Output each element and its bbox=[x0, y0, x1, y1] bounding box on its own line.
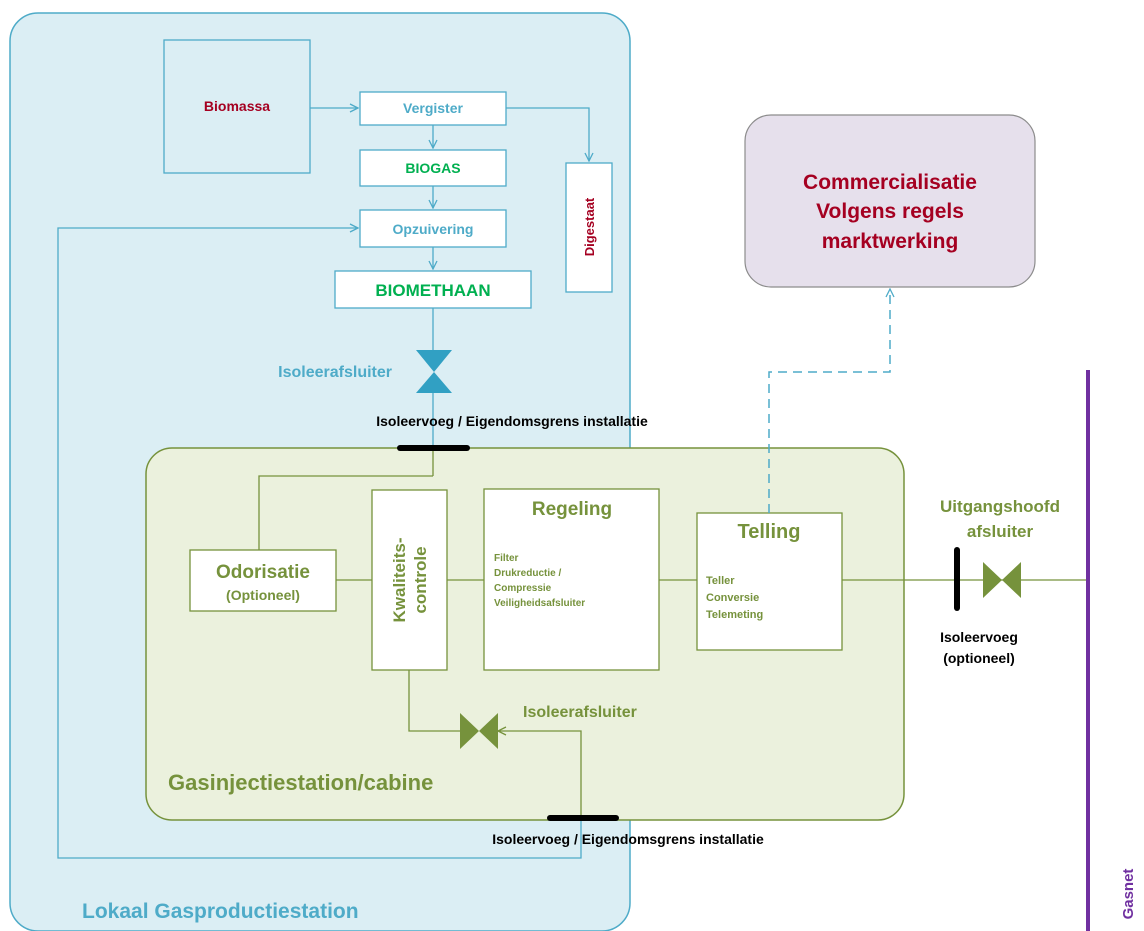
regeling-item: Veiligheidsafsluiter bbox=[494, 598, 585, 609]
outlet-joint-label-line2: (optioneel) bbox=[943, 650, 1015, 666]
commercialisation-box bbox=[744, 114, 1036, 288]
telling-item: Conversie bbox=[706, 592, 759, 604]
digestaat-box bbox=[565, 162, 613, 293]
commercial-line3: marktwerking bbox=[822, 230, 959, 253]
telling-box bbox=[696, 512, 843, 651]
top-boundary-label: Isoleervoeg / Eigendomsgrens installatie bbox=[376, 413, 648, 429]
isolation-valve-blue-icon bbox=[416, 350, 452, 393]
local-station-label: Lokaal Gasproductiestation bbox=[82, 900, 359, 923]
regeling-box bbox=[483, 488, 660, 671]
svg-text:controle: controle bbox=[411, 546, 430, 613]
regeling-item: Compressie bbox=[494, 583, 552, 594]
outlet-main-valve-icon bbox=[983, 562, 1021, 598]
svg-text:Kwaliteits-: Kwaliteits- bbox=[390, 537, 409, 622]
bypass-line-left bbox=[408, 670, 462, 732]
opzuivering-label: Opzuivering bbox=[393, 221, 474, 237]
vergister-to-digestaat-arrow bbox=[506, 107, 589, 161]
biomethaan-label: BIOMETHAAN bbox=[375, 281, 490, 300]
telling-item: Telemeting bbox=[706, 609, 763, 621]
isolation-valve-green-icon bbox=[460, 713, 498, 749]
opzuivering-box bbox=[359, 209, 507, 248]
kwaliteitscontrole-box bbox=[371, 489, 448, 671]
return-loop-to-opzuivering-arrow bbox=[57, 228, 582, 859]
commercial-line2: Volgens regels bbox=[816, 200, 964, 223]
biomassa-label: Biomassa bbox=[204, 98, 270, 114]
bypass-return-arrow bbox=[498, 731, 582, 820]
telemetry-dashed-arrow bbox=[768, 289, 890, 513]
regeling-item: Drukreductie / bbox=[494, 568, 561, 579]
odorisatie-feed-line bbox=[258, 475, 433, 550]
telling-item: Teller bbox=[706, 575, 735, 587]
outlet-joint-label-line1: Isoleervoeg bbox=[940, 629, 1018, 645]
biogas-label: BIOGAS bbox=[405, 160, 460, 176]
regeling-label: Regeling bbox=[532, 499, 612, 520]
regeling-item: Filter bbox=[494, 553, 519, 564]
gasnet-label: Gasnet bbox=[1120, 869, 1137, 920]
commercial-line1: Commercialisatie bbox=[803, 171, 977, 194]
injection-station-label: Gasinjectiestation/cabine bbox=[168, 770, 433, 795]
bottom-boundary-label: Isoleervoeg / Eigendomsgrens installatie bbox=[492, 831, 764, 847]
odorisatie-box bbox=[189, 549, 337, 612]
outlet-valve-label-line1: Uitgangshoofd bbox=[940, 497, 1060, 516]
kwaliteitscontrole-label: Kwaliteits- controle bbox=[390, 537, 430, 622]
blue-valve-label: Isoleerafsluiter bbox=[278, 364, 392, 381]
odorisatie-label: Odorisatie bbox=[216, 562, 310, 583]
digestaat-label: Digestaat bbox=[582, 197, 597, 256]
odorisatie-sub-label: (Optioneel) bbox=[226, 587, 300, 603]
telling-label: Telling bbox=[738, 521, 801, 543]
outlet-valve-label-line2: afsluiter bbox=[967, 522, 1034, 541]
vergister-label: Vergister bbox=[403, 100, 463, 116]
green-valve-label: Isoleerafsluiter bbox=[523, 704, 637, 721]
biomassa-box bbox=[163, 39, 311, 174]
